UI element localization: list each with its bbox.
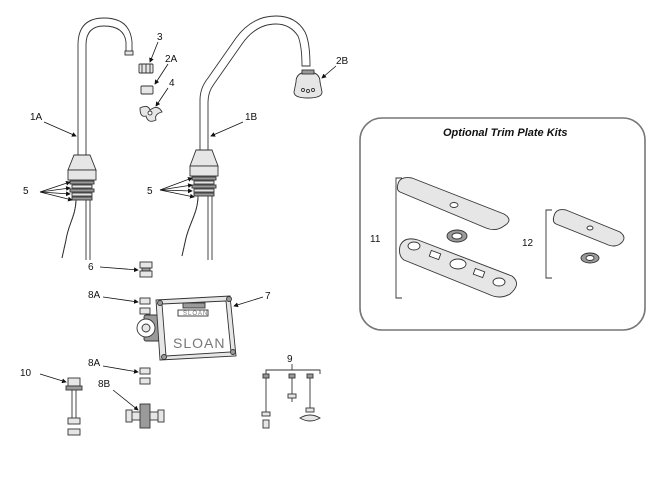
tee-fitting-part-8b bbox=[125, 403, 165, 429]
spray-head-part-2b bbox=[293, 69, 323, 99]
key-part-4 bbox=[139, 105, 163, 122]
fitting-part-8a-top bbox=[139, 297, 151, 315]
faucet-1b bbox=[181, 15, 311, 260]
valve-part-10 bbox=[65, 377, 83, 436]
screws-part-9 bbox=[261, 364, 321, 429]
trim-plate-part-11 bbox=[396, 177, 517, 298]
union-part-6 bbox=[139, 261, 153, 278]
label-2a: 2A bbox=[165, 54, 178, 65]
label-8a-bottom: 8A bbox=[88, 358, 101, 369]
leader-lines bbox=[39, 41, 337, 411]
label-8b: 8B bbox=[98, 379, 111, 390]
aerator-part-3 bbox=[138, 63, 154, 74]
sloan-logo-small: SLOAN bbox=[183, 311, 208, 317]
label-8a-top: 8A bbox=[88, 290, 101, 301]
label-6: 6 bbox=[88, 262, 94, 273]
faucet-1a bbox=[61, 17, 134, 260]
label-5-left: 5 bbox=[23, 186, 29, 197]
label-10: 10 bbox=[20, 368, 32, 379]
label-1a: 1A bbox=[30, 112, 43, 123]
label-4: 4 bbox=[169, 78, 175, 89]
optional-trim-plate-kits-panel bbox=[359, 117, 646, 331]
trim-plate-part-12 bbox=[552, 209, 625, 264]
label-7: 7 bbox=[265, 291, 271, 302]
label-5-right: 5 bbox=[147, 186, 153, 197]
fitting-part-8a-bottom bbox=[139, 367, 151, 385]
label-12: 12 bbox=[522, 238, 534, 249]
label-11: 11 bbox=[370, 234, 381, 245]
control-box-part-7 bbox=[136, 295, 237, 361]
label-1b: 1B bbox=[245, 112, 258, 123]
trim-kits-title: Optional Trim Plate Kits bbox=[443, 127, 568, 139]
label-2b: 2B bbox=[336, 56, 349, 67]
washer-part-2a bbox=[140, 85, 154, 95]
label-9: 9 bbox=[287, 354, 293, 365]
label-3: 3 bbox=[157, 32, 163, 43]
mounting-hardware-5-right bbox=[191, 176, 217, 197]
mounting-hardware-5-left bbox=[69, 180, 95, 201]
sloan-logo: SLOAN bbox=[173, 335, 225, 351]
